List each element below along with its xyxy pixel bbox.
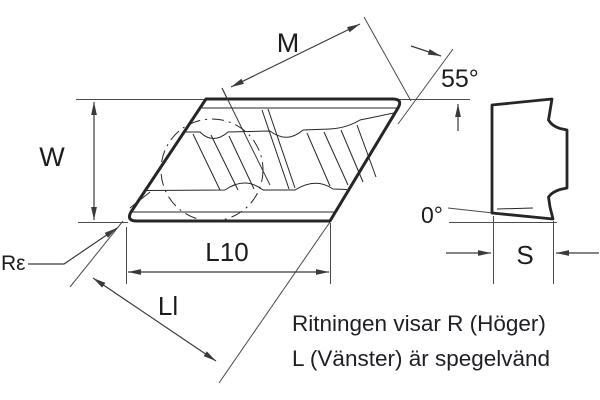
label-w: W <box>39 142 65 172</box>
chipbreaker-groove-line <box>356 124 377 178</box>
chipbreaker-groove-line <box>340 129 364 183</box>
insert-surface-details <box>129 107 397 222</box>
chipbreaker-groove-line <box>306 132 331 187</box>
label-ll: Ll <box>158 291 178 321</box>
dimension-labels: M 55° W Rε L10 Ll S 0° <box>1 28 534 321</box>
label-thickness: S <box>516 240 533 270</box>
corner-radius-leader <box>28 227 118 265</box>
side-view-outline <box>490 97 569 221</box>
m-extension-line <box>363 16 412 102</box>
note-line-2: L (Vänster) är spegelvänd <box>292 346 550 371</box>
corner-facet-line <box>129 191 151 209</box>
note-text: Ritningen visar R (Höger) L (Vänster) är… <box>292 311 550 371</box>
label-clearance-angle: 0° <box>421 202 443 228</box>
label-m: M <box>277 28 300 58</box>
extension-lines <box>69 16 557 384</box>
angle55-extension-line <box>397 48 454 125</box>
chipbreaker-groove-line <box>228 135 255 190</box>
chipbreaker-bottom-contour <box>146 182 348 191</box>
angle55-arrow-upper <box>410 45 442 57</box>
dimension-lines <box>28 23 599 362</box>
chipbreaker-groove-line <box>261 109 290 190</box>
chipbreaker-groove-line <box>267 108 296 189</box>
insert-side-view <box>490 97 569 221</box>
chipbreaker-groove-line <box>323 131 349 186</box>
chipbreaker-groove-line <box>210 134 239 191</box>
label-corner-radius: Rε <box>1 252 26 275</box>
insert-top-view <box>128 97 402 223</box>
side-view-edge-line <box>496 207 534 210</box>
m-dimension-arrow <box>230 23 361 88</box>
chipbreaker-groove-line <box>192 133 221 191</box>
label-corner-angle: 55° <box>441 65 479 93</box>
note-line-1: Ritningen visar R (Höger) <box>292 311 546 336</box>
m-construction-line <box>221 87 271 186</box>
right-edge-extension <box>218 221 331 384</box>
label-l10: L10 <box>205 237 248 267</box>
ll-dimension-arrow <box>92 277 217 362</box>
